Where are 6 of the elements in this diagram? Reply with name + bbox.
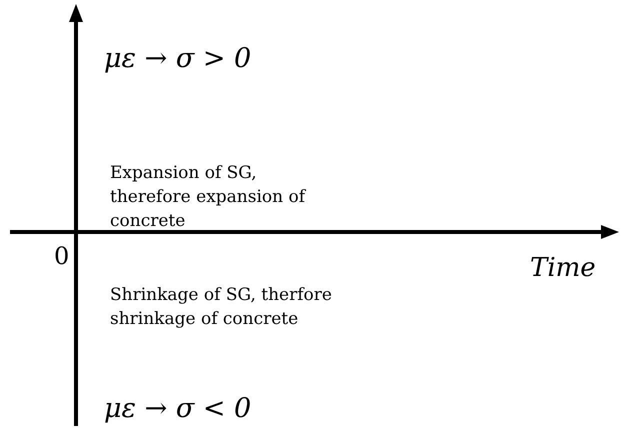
stress-condition-label: με → σ > 0 [104,42,252,76]
stress-condition-label: με → σ < 0 [104,392,252,426]
note-text: Shrinkage of SG, therfore shrinkage of concrete [110,284,333,331]
origin-label: 0 [54,241,70,272]
axis-label: Time [530,252,596,285]
note-text: Expansion of SG, therefore expansion of concrete [110,162,307,233]
